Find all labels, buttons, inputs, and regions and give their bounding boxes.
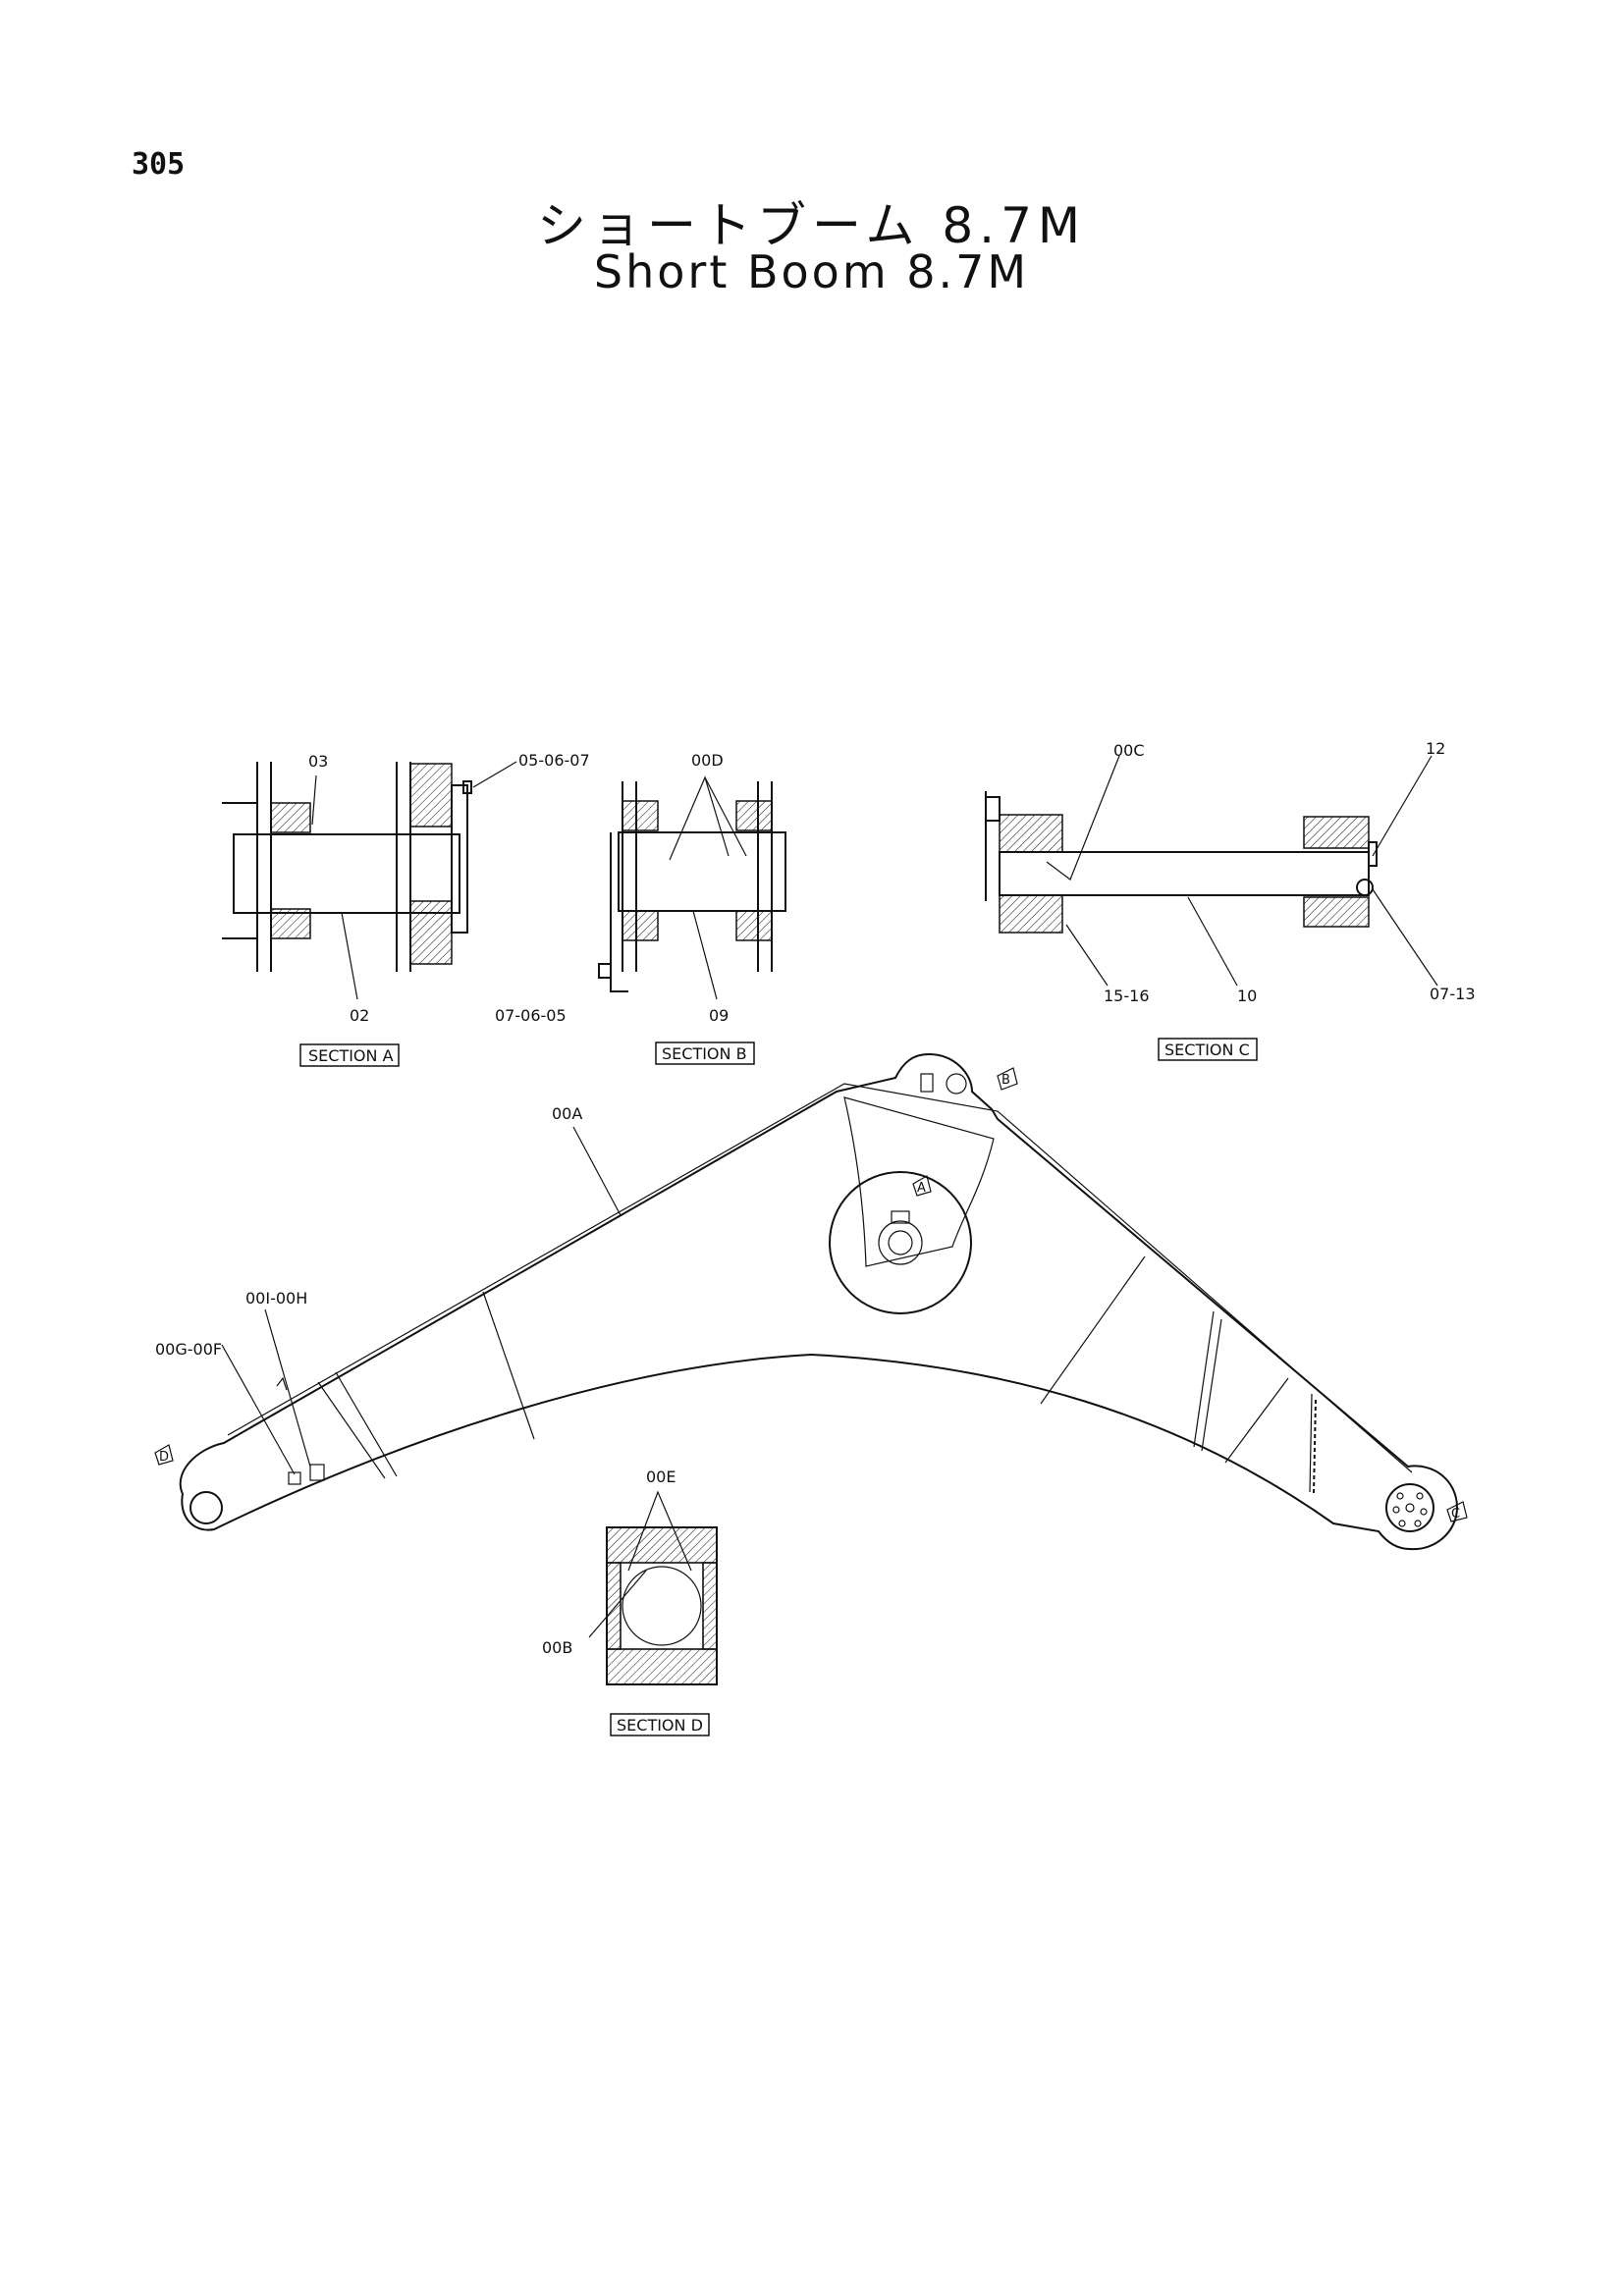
callout-02: 02 [350,1006,369,1025]
view-marker-c: C [1451,1507,1460,1522]
callout-12: 12 [1426,739,1445,758]
page-number: 305 [132,147,186,182]
section-c-label: SECTION C [1164,1041,1250,1059]
view-marker-a: A [917,1181,926,1196]
view-marker-d: D [159,1450,169,1465]
section-d-label: SECTION D [617,1716,703,1735]
callout-00I-00H: 00I-00H [245,1289,307,1308]
title-english: Short Boom 8.7M [593,245,1030,298]
callout-00A: 00A [552,1104,582,1123]
callout-09: 09 [709,1006,729,1025]
callout-10: 10 [1237,987,1257,1005]
section-c-view [985,755,1438,987]
callout-05-06-07: 05-06-07 [518,751,590,770]
section-b-view [598,775,786,1000]
callout-00G-00F: 00G-00F [155,1340,222,1359]
callout-07-06-05: 07-06-05 [495,1006,567,1025]
view-marker-b: B [1001,1073,1010,1088]
callout-15-16: 15-16 [1104,987,1150,1005]
boom-main-view [154,1052,1468,1551]
callout-07-13: 07-13 [1430,985,1476,1003]
section-a-view [222,761,517,1000]
callout-00C: 00C [1113,741,1145,760]
callout-00B: 00B [542,1638,572,1657]
callout-03: 03 [308,752,328,771]
callout-00D: 00D [691,751,724,770]
callout-00E: 00E [646,1468,676,1486]
section-d-view [588,1490,718,1685]
section-b-label: SECTION B [662,1044,747,1063]
section-a-label: SECTION A [308,1046,394,1065]
title-japanese: ショートブーム 8.7M [536,197,1087,254]
